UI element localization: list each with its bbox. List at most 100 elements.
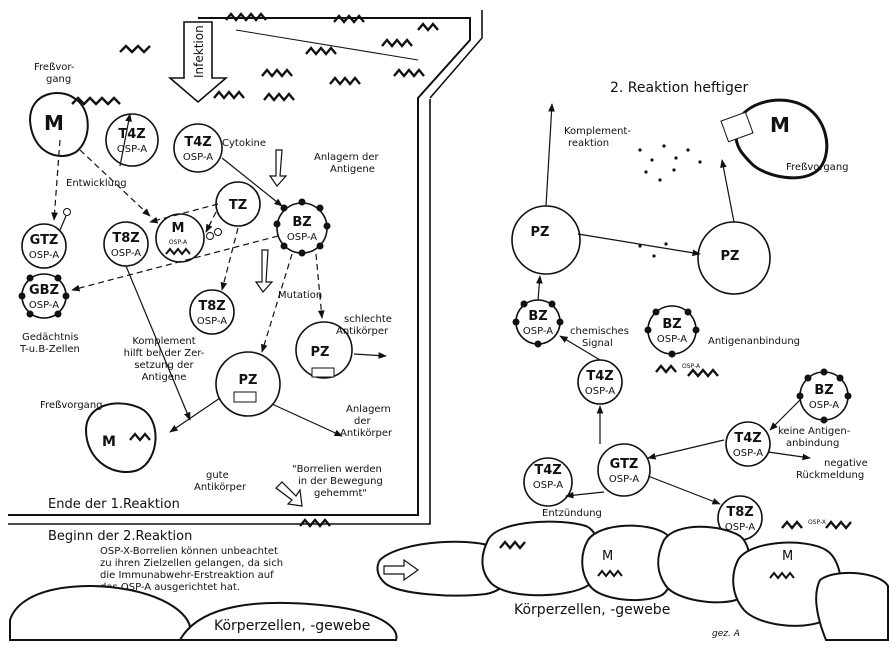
schlechte-note-1: schlechte xyxy=(344,314,392,325)
pz-label: PZ xyxy=(311,345,330,360)
entwicklung-note: Entwicklung xyxy=(66,178,127,189)
osp-a-label: OSP-A xyxy=(117,144,147,155)
mutation-note: Mutation xyxy=(278,290,322,301)
anlagern-ak-note-1: Anlagern xyxy=(346,404,391,415)
osp-a-label: OSP-A xyxy=(29,300,59,311)
osp-a-label: OSP-A xyxy=(197,316,227,327)
bz-label: BZ xyxy=(528,309,547,324)
macrophage-bottom-1: M xyxy=(597,549,623,578)
osp-x-label: OSP-X xyxy=(808,519,826,526)
anlagern-note-2: Antigene xyxy=(330,164,375,175)
pz-cell-left-lower: PZ xyxy=(215,351,281,417)
komplementreaktion-1: Komplement- xyxy=(564,126,631,137)
osp-x-info-1: OSP-X-Borrelien können unbeachtet xyxy=(100,546,278,557)
entry-arrow xyxy=(383,558,420,582)
bz-cell-right-1: BZ OSP-A xyxy=(512,299,564,348)
pz-cell-right-right: PZ xyxy=(697,221,771,295)
macrophage-label: M xyxy=(782,549,793,564)
t8z-cell-left: T8Z OSP-A xyxy=(103,221,149,267)
ende-1-reaktion: Ende der 1.Reaktion xyxy=(48,497,180,512)
borrelien-note-3: gehemmt" xyxy=(314,488,367,499)
infektion-label: Infektion xyxy=(192,25,206,78)
t4z-label: T4Z xyxy=(586,369,613,384)
osp-x-borrelia-left xyxy=(299,518,331,528)
osp-a-label: OSP-A xyxy=(733,448,763,459)
reaktion-2-heftiger: 2. Reaktion heftiger xyxy=(610,80,749,96)
pz-label: PZ xyxy=(531,225,550,240)
macrophage-bottom-2: M xyxy=(769,549,795,580)
macrophage-label: M xyxy=(770,113,790,137)
komplement-note-3: setzung der xyxy=(134,360,194,371)
borrelien-note-1: "Borrelien werden xyxy=(292,464,382,475)
arrows-right xyxy=(536,103,811,505)
osp-a-label: OSP-A xyxy=(809,400,839,411)
osp-a-label: OSP-A xyxy=(609,474,639,485)
anlagern-ak-note-3: Antikörper xyxy=(340,428,393,439)
pz-cell-left-upper: PZ xyxy=(295,321,353,379)
gtz-cell-left: GTZ OSP-A xyxy=(21,208,71,269)
t4z-label: T4Z xyxy=(734,431,761,446)
signature: gez. A xyxy=(712,629,740,639)
anlagern-ak-note-2: der xyxy=(354,416,372,427)
t8z-label: T8Z xyxy=(726,505,753,520)
osp-x-info-2: zu ihren Zielzellen gelangen, da sich xyxy=(100,558,283,569)
t4z-cell-right: T4Z OSP-A xyxy=(577,359,623,405)
macrophage-small-left: M OSP-A xyxy=(155,213,222,263)
koerperzellen-right: Körperzellen, -gewebe xyxy=(514,602,670,618)
hollow-arrows-left xyxy=(254,149,303,507)
osp-x-info-4: das OSP-A ausgerichtet hat. xyxy=(100,582,240,593)
gedaechtnis-note-2: T-u.B-Zellen xyxy=(19,344,80,355)
fressvorgang-note: Freßvorgang xyxy=(40,400,103,411)
macrophage-right: M xyxy=(720,98,829,180)
pz-label: PZ xyxy=(239,373,258,388)
komplement-note-2: hilft bei der Zer- xyxy=(124,348,205,359)
osp-a-label: OSP-A xyxy=(725,522,755,533)
osp-a-label: OSP-A xyxy=(29,250,59,261)
osp-a-label: OSP-A xyxy=(111,248,141,259)
bz-label: BZ xyxy=(292,215,311,230)
antigenanbindung-note: Antigenanbindung xyxy=(708,336,800,347)
cytokine-note: Cytokine xyxy=(222,138,266,149)
osp-a-label: OSP-A xyxy=(169,239,188,246)
fressvorgang-right: Freßvorgang xyxy=(786,162,849,173)
complement-dots-right xyxy=(638,144,702,258)
t4z-label: T4Z xyxy=(118,127,145,142)
gtz-label: GTZ xyxy=(610,457,639,472)
t8z-cell-middle: T8Z OSP-A xyxy=(189,289,235,335)
borrelien-note-2: in der Bewegung xyxy=(298,476,383,487)
t8z-cell-bottom: T8Z OSP-A xyxy=(717,495,763,541)
komplement-note-1: Komplement xyxy=(132,336,195,347)
tz-cell: TZ xyxy=(215,181,261,227)
negative-note-1: negative xyxy=(824,458,868,469)
osp-a-label: OSP-A xyxy=(657,334,687,345)
bz-cell-left: BZ OSP-A xyxy=(273,198,331,257)
macrophage-left-top: M xyxy=(28,44,151,157)
gtz-label: GTZ xyxy=(30,233,59,248)
gute-note-1: gute xyxy=(206,470,229,481)
chemisches-note-2: Signal xyxy=(582,338,613,349)
t4z-cell-left: T4Z OSP-A xyxy=(105,113,159,167)
t4z-cell-right-2: T4Z OSP-A xyxy=(725,421,771,467)
t8z-label: T8Z xyxy=(112,231,139,246)
pz-label: PZ xyxy=(721,249,740,264)
komplement-note-4: Antigene xyxy=(142,372,187,383)
osp-a-small-label: OSP-A xyxy=(682,363,701,370)
bz-label: BZ xyxy=(662,317,681,332)
macrophage-label: M xyxy=(102,434,116,450)
borrelia-cluster-top xyxy=(213,12,439,102)
keine-note-1: keine Antigen- xyxy=(778,426,851,437)
osp-a-label: OSP-A xyxy=(585,386,615,397)
negative-note-2: Rückmeldung xyxy=(796,470,864,481)
body-cells-left xyxy=(9,540,511,641)
t8z-label: T8Z xyxy=(198,299,225,314)
macrophage-label: M xyxy=(44,111,64,135)
section-dividers xyxy=(8,10,483,525)
t4z-label: T4Z xyxy=(534,463,561,478)
schlechte-note-2: Antikörper xyxy=(336,326,389,337)
entzuendung-note: Entzündung xyxy=(542,508,602,519)
t4z-cell-bottom: T4Z OSP-A xyxy=(523,457,573,507)
anlagern-note-1: Anlagern der xyxy=(314,152,380,163)
bz-label: BZ xyxy=(814,383,833,398)
